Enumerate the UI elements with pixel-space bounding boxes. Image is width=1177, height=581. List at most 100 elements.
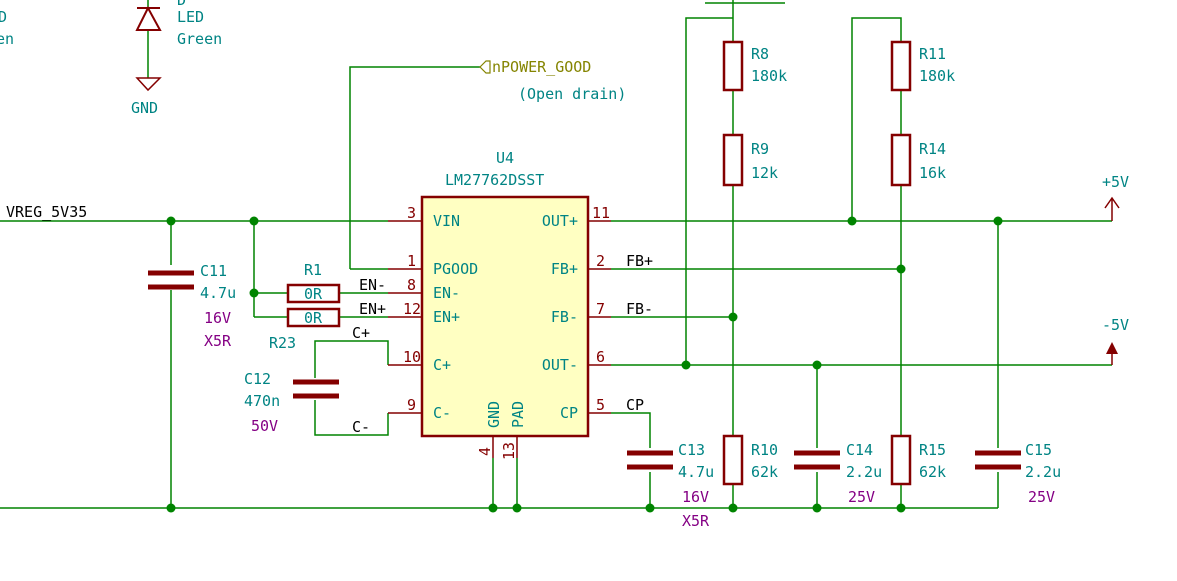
pin-name-vin: VIN xyxy=(433,212,460,230)
neg5v-triangle xyxy=(1106,342,1118,354)
r1-body xyxy=(286,283,341,304)
net-fb-plus: FB+ xyxy=(626,252,653,270)
pos5v-label: +5V xyxy=(1102,173,1129,191)
r11-ref: R11 xyxy=(919,45,946,63)
pin-name-cpin: CP xyxy=(560,404,578,422)
wire-c12 xyxy=(314,340,389,436)
pin-num-enp: 12 xyxy=(403,300,421,318)
partial-text: en xyxy=(0,30,14,48)
led-triangle xyxy=(135,5,162,31)
junction xyxy=(645,503,655,513)
r9-ref: R9 xyxy=(751,140,769,158)
c14-voltage: 25V xyxy=(848,488,875,506)
cap-c15: C15 2.2u 25V xyxy=(975,441,1061,506)
cap-c14: C14 2.2u 25V xyxy=(794,441,882,506)
pin-name-pgood: PGOOD xyxy=(433,260,478,278)
c15-voltage: 25V xyxy=(1028,488,1055,506)
junction xyxy=(488,503,498,513)
led-d: D LED Green GND D en xyxy=(0,0,222,117)
r14-body xyxy=(890,133,912,187)
c15-ref: C15 xyxy=(1025,441,1052,459)
r14-value: 16k xyxy=(919,164,946,182)
junction xyxy=(812,503,822,513)
r11-body xyxy=(890,40,912,92)
global-label-power-good: nPOWER_GOOD (Open drain) xyxy=(479,58,626,103)
junction xyxy=(166,503,176,513)
junction xyxy=(728,312,738,322)
neg5v-label: -5V xyxy=(1102,316,1129,334)
pin-name-outm: OUT- xyxy=(542,356,578,374)
c13-dielectric: X5R xyxy=(682,512,710,530)
r23-body xyxy=(286,307,341,328)
pos5v-arrow xyxy=(1104,196,1120,221)
c11-voltage: 16V xyxy=(204,309,231,327)
r9-value: 12k xyxy=(751,164,778,182)
pin-name-fbp: FB+ xyxy=(551,260,578,278)
wire-loop-left xyxy=(685,17,733,365)
led-ref: D xyxy=(177,0,186,9)
wire-loop-right xyxy=(851,17,902,508)
res-r1: R1 0R xyxy=(286,261,341,304)
pin-num-outm: 6 xyxy=(596,348,605,366)
junction xyxy=(896,264,906,274)
junction xyxy=(249,216,259,226)
res-r9: R9 12k xyxy=(722,133,778,187)
c14-ref: C14 xyxy=(846,441,873,459)
r23-ref: R23 xyxy=(269,334,296,352)
global-label-text: nPOWER_GOOD xyxy=(492,58,591,76)
net-en-plus: EN+ xyxy=(359,300,386,318)
r9-body xyxy=(722,133,744,187)
global-label-flag xyxy=(479,60,491,74)
c15-value: 2.2u xyxy=(1025,463,1061,481)
r8-ref: R8 xyxy=(751,45,769,63)
pin-num-gnd: 4 xyxy=(476,447,494,456)
partial-char: D xyxy=(0,8,7,26)
c13-value: 4.7u xyxy=(678,463,714,481)
junctions xyxy=(166,216,1003,513)
net-fb-minus: FB- xyxy=(626,300,653,318)
junction xyxy=(249,288,259,298)
net-en-minus: EN- xyxy=(359,276,386,294)
pin-num-outp: 11 xyxy=(592,204,610,222)
r8-body xyxy=(722,40,744,92)
junction xyxy=(896,503,906,513)
wire-pgood xyxy=(349,66,480,270)
net-labels: VREG_5V35 EN- EN+ C+ C- FB+ FB- CP xyxy=(6,203,653,436)
global-label-note: (Open drain) xyxy=(518,85,626,103)
res-r11: R11 180k xyxy=(890,40,955,92)
pin-num-cpin: 5 xyxy=(596,396,605,414)
wires xyxy=(0,0,1112,509)
junction xyxy=(512,503,522,513)
c11-dielectric: X5R xyxy=(204,332,232,350)
pin-num-cp: 10 xyxy=(403,348,421,366)
r14-ref: R14 xyxy=(919,140,946,158)
c11-value: 4.7u xyxy=(200,284,236,302)
cap-c11: C11 4.7u 16V X5R xyxy=(148,262,236,350)
ic-value: LM27762DSST xyxy=(445,171,544,189)
c12-ref: C12 xyxy=(244,370,271,388)
pin-num-vin: 3 xyxy=(407,204,416,222)
c11-ref: C11 xyxy=(200,262,227,280)
c13-ref: C13 xyxy=(678,441,705,459)
junction xyxy=(681,360,691,370)
power-pos5v: +5V xyxy=(1102,173,1129,221)
res-r10: R10 62k xyxy=(722,434,778,486)
wire-cp xyxy=(611,412,651,508)
pin-name-cm: C- xyxy=(433,404,451,422)
gnd-symbol xyxy=(135,77,162,92)
pin-name-gnd: GND xyxy=(485,401,503,428)
pin-num-pad: 13 xyxy=(500,442,518,460)
r10-ref: R10 xyxy=(751,441,778,459)
pin-num-fbm: 7 xyxy=(596,300,605,318)
junction xyxy=(993,216,1003,226)
junction xyxy=(166,216,176,226)
net-cp: CP xyxy=(626,396,644,414)
r10-body xyxy=(722,434,744,486)
pin-num-enm: 8 xyxy=(407,276,416,294)
net-c-minus: C- xyxy=(352,418,370,436)
c12-voltage: 50V xyxy=(251,417,278,435)
cap-c13: C13 4.7u 16V X5R xyxy=(627,441,714,530)
res-r15: R15 62k xyxy=(890,434,946,486)
r15-ref: R15 xyxy=(919,441,946,459)
